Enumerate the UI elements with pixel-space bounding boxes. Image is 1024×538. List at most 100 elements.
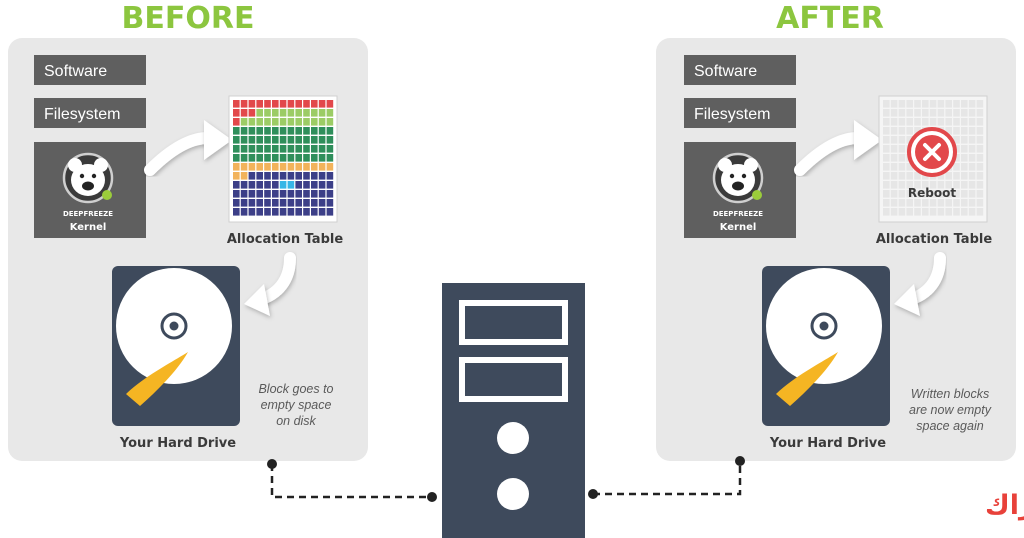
empty-block xyxy=(898,172,906,180)
allocation-block xyxy=(311,199,318,207)
allocation-block xyxy=(279,109,287,117)
allocation-block xyxy=(272,145,279,153)
allocation-block xyxy=(233,127,240,135)
allocation-block xyxy=(279,181,287,189)
allocation-block xyxy=(326,145,334,153)
before-note-line-3: on disk xyxy=(276,414,316,428)
allocation-block xyxy=(240,100,248,108)
empty-block xyxy=(883,199,890,207)
allocation-block xyxy=(303,118,310,126)
empty-block xyxy=(890,145,898,153)
after-allocation-table: Reboot Allocation Table xyxy=(876,95,992,247)
empty-block xyxy=(929,190,937,198)
empty-block xyxy=(890,208,898,216)
allocation-block xyxy=(240,109,248,117)
allocation-block xyxy=(318,127,326,135)
allocation-block xyxy=(295,208,302,216)
before-software-box: Software xyxy=(34,55,146,85)
before-kernel-label: Kernel xyxy=(70,222,107,233)
empty-block xyxy=(961,163,968,171)
allocation-block xyxy=(318,172,326,180)
allocation-block xyxy=(240,145,248,153)
allocation-block xyxy=(240,127,248,135)
allocation-block xyxy=(233,109,240,117)
after-deepfreeze-text: DEEPFREEZE xyxy=(713,210,763,218)
allocation-block xyxy=(256,181,263,189)
empty-block xyxy=(890,118,898,126)
allocation-block xyxy=(240,136,248,144)
allocation-block xyxy=(318,154,326,162)
empty-block xyxy=(945,127,952,135)
empty-block xyxy=(906,181,913,189)
empty-block xyxy=(898,163,906,171)
before-table-arrowhead-icon xyxy=(244,284,270,316)
allocation-block xyxy=(248,127,256,135)
empty-block xyxy=(961,208,968,216)
empty-block xyxy=(953,190,960,198)
allocation-block xyxy=(318,100,326,108)
empty-block xyxy=(922,118,929,126)
before-allocation-table: Allocation Table xyxy=(227,95,343,247)
allocation-block xyxy=(233,181,240,189)
empty-block xyxy=(898,127,906,135)
empty-block xyxy=(898,199,906,207)
allocation-block xyxy=(311,163,318,171)
empty-block xyxy=(890,163,898,171)
allocation-block xyxy=(264,145,271,153)
empty-block xyxy=(898,136,906,144)
allocation-block xyxy=(287,136,295,144)
watermark-text: 24 ويندوز الكراك xyxy=(985,490,1024,521)
empty-block xyxy=(968,181,976,189)
allocation-block xyxy=(326,100,334,108)
empty-block xyxy=(953,100,960,108)
allocation-block xyxy=(295,145,302,153)
allocation-block xyxy=(326,127,334,135)
allocation-block xyxy=(318,109,326,117)
allocation-block xyxy=(248,136,256,144)
allocation-block xyxy=(287,208,295,216)
allocation-block xyxy=(318,190,326,198)
allocation-block xyxy=(256,154,263,162)
empty-block xyxy=(890,172,898,180)
allocation-block xyxy=(326,199,334,207)
empty-block xyxy=(945,199,952,207)
empty-block xyxy=(898,154,906,162)
allocation-block xyxy=(326,154,334,162)
empty-block xyxy=(953,181,960,189)
empty-block xyxy=(953,109,960,117)
allocation-block xyxy=(311,100,318,108)
allocation-block xyxy=(279,118,287,126)
before-hard-drive-icon xyxy=(110,264,242,428)
allocation-block xyxy=(326,190,334,198)
after-filesystem-box: Filesystem xyxy=(684,98,796,128)
empty-block xyxy=(968,100,976,108)
before-kernel-box: DEEPFREEZE Kernel xyxy=(34,142,146,238)
empty-block xyxy=(961,145,968,153)
empty-block xyxy=(961,181,968,189)
allocation-block xyxy=(272,199,279,207)
empty-block xyxy=(961,109,968,117)
allocation-block xyxy=(248,172,256,180)
empty-block xyxy=(883,118,890,126)
empty-block xyxy=(898,118,906,126)
allocation-block xyxy=(311,127,318,135)
allocation-block xyxy=(311,136,318,144)
connector-left xyxy=(267,459,437,502)
empty-block xyxy=(929,181,937,189)
empty-block xyxy=(929,199,937,207)
allocation-block xyxy=(240,190,248,198)
empty-block xyxy=(937,109,945,117)
before-kernel-arrow-icon xyxy=(144,132,214,176)
reboot-x-icon xyxy=(907,127,957,177)
allocation-block xyxy=(295,181,302,189)
allocation-block xyxy=(287,100,295,108)
allocation-block xyxy=(279,199,287,207)
allocation-block xyxy=(233,118,240,126)
before-filesystem-label: Filesystem xyxy=(44,106,120,123)
empty-block xyxy=(883,172,890,180)
allocation-block xyxy=(303,199,310,207)
allocation-block xyxy=(279,172,287,180)
allocation-block xyxy=(264,208,271,216)
allocation-block xyxy=(295,163,302,171)
allocation-block xyxy=(295,127,302,135)
